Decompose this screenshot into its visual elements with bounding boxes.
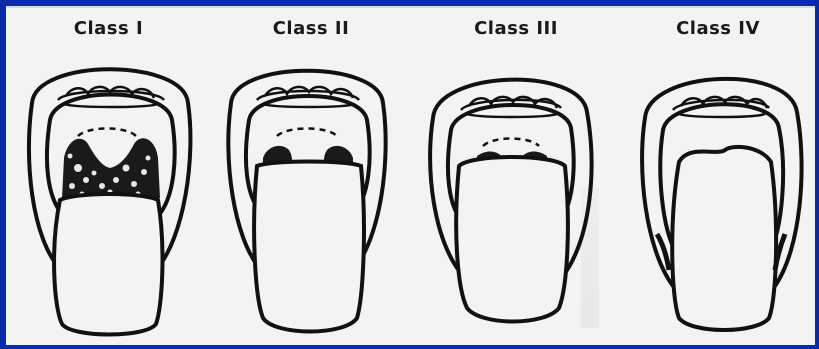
- class-4-panel: Class IV: [621, 8, 815, 345]
- class-2-panel: Class II: [211, 8, 411, 345]
- class-3-panel: Class III: [411, 8, 621, 345]
- class-2-mouth-drawing: [211, 8, 411, 345]
- class-1-mouth-drawing: [6, 8, 211, 345]
- class-3-mouth-drawing: [411, 8, 621, 345]
- diagram-sheet: Class I: [6, 6, 815, 345]
- class-4-mouth-drawing: [621, 8, 815, 345]
- class-1-panel: Class I: [6, 8, 211, 345]
